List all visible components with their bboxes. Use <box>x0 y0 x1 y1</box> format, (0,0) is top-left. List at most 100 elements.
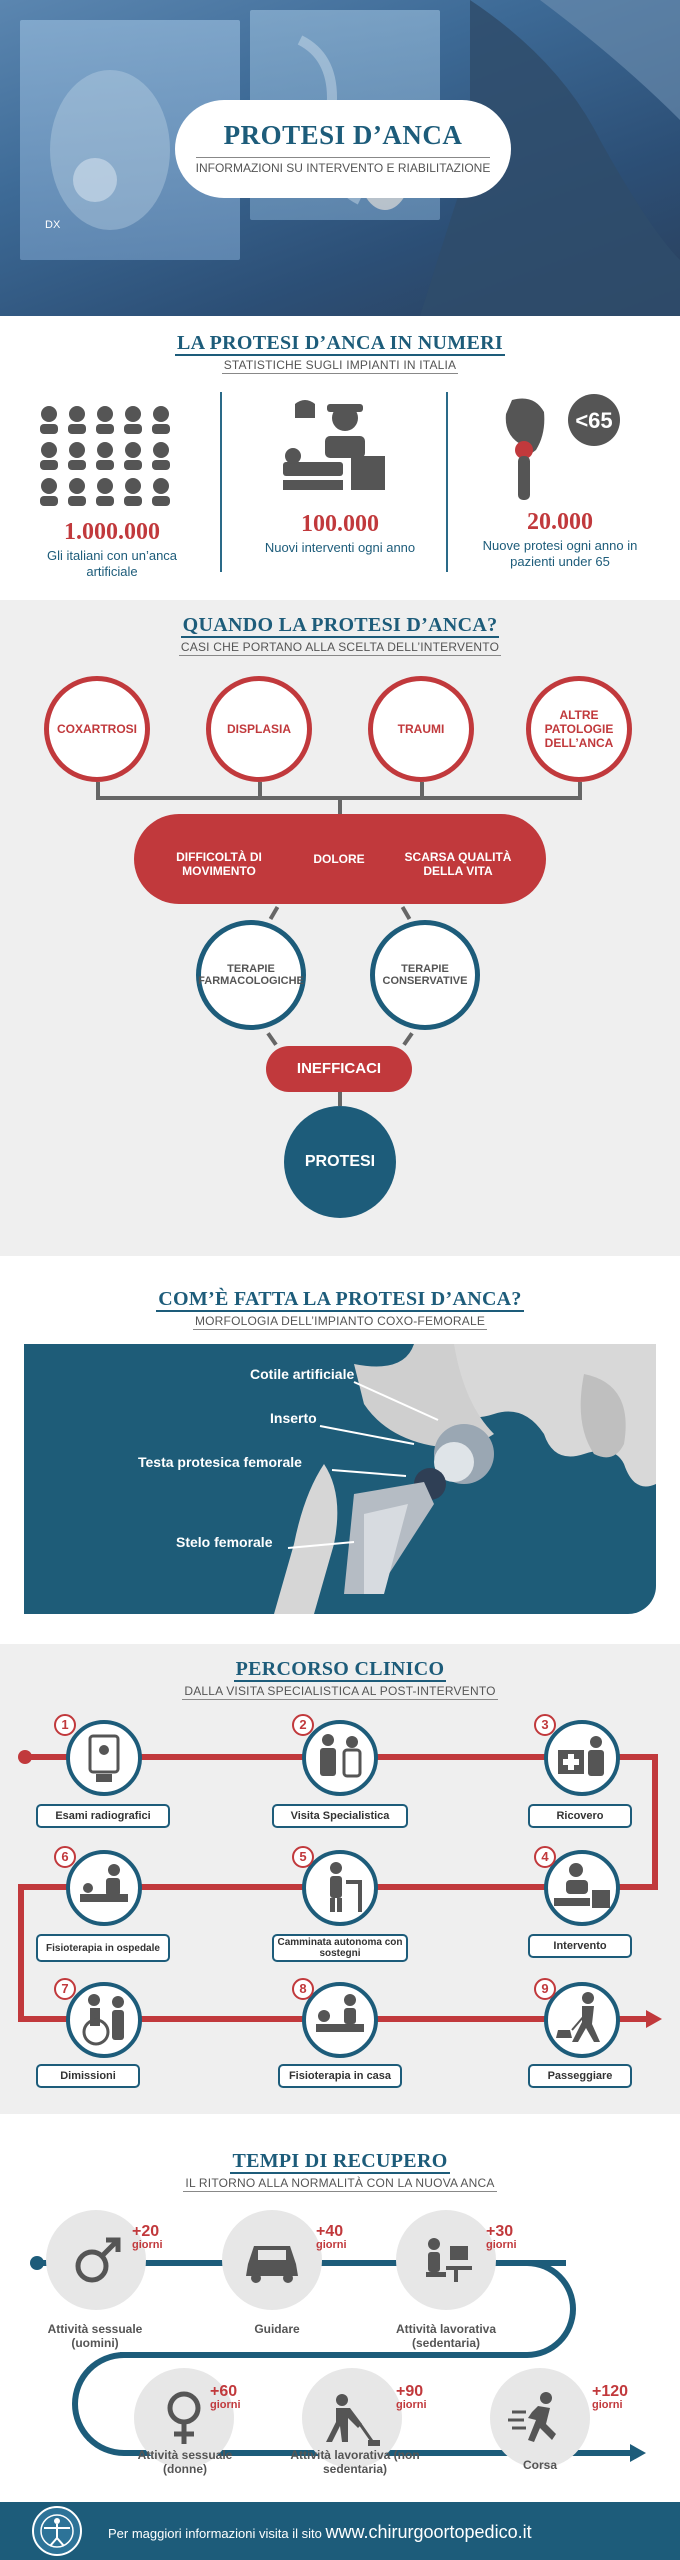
step-label-dimissioni: Dimissioni <box>36 2064 140 2088</box>
physio-hospital-icon <box>80 1864 128 1902</box>
step-circle-8 <box>302 1982 378 2058</box>
cause-traumi: TRAUMI <box>368 676 474 782</box>
connector <box>268 905 280 921</box>
walker-icon <box>330 1862 362 1912</box>
divider <box>220 392 222 572</box>
label-inserto: Inserto <box>270 1410 317 1426</box>
step-label-intervento: Intervento <box>528 1934 632 1958</box>
recovery-line <box>120 2352 520 2358</box>
male-symbol-icon <box>75 2237 121 2283</box>
recovery-label-4: Attività sessuale (donne) <box>137 2448 233 2476</box>
connector <box>338 1092 342 1106</box>
hero-title-pill: PROTESI D’ANCA INFORMAZIONI SU INTERVENT… <box>175 100 511 198</box>
step-circle-4 <box>544 1850 620 1926</box>
result-inefficaci: INEFFICACI <box>266 1046 412 1092</box>
when-title: QUANDO LA PROTESI D’ANCA? <box>180 614 500 638</box>
recovery-curve <box>72 2352 138 2456</box>
recovery-circle-2 <box>222 2210 322 2310</box>
recovery-label-3: Attività lavorativa (sedentaria) <box>395 2322 497 2350</box>
female-symbol-icon <box>167 2391 201 2444</box>
step-number: 2 <box>292 1714 314 1736</box>
connector <box>96 782 100 798</box>
step-circle-2 <box>302 1720 378 1796</box>
stat-italians: 1.000.000 Gli italiani con un’anca artif… <box>12 394 212 594</box>
desk-work-icon <box>426 2238 472 2282</box>
vitruvian-logo-icon <box>32 2506 82 2556</box>
divider <box>446 392 448 572</box>
running-icon <box>508 2392 556 2442</box>
morphology-section: COM’È FATTA LA PROTESI D’ANCA? MORFOLOGI… <box>0 1256 680 1644</box>
connector <box>338 798 342 814</box>
recovery-curve <box>510 2260 576 2358</box>
step-label-esami: Esami radiografici <box>36 1804 170 1828</box>
label-stelo: Stelo femorale <box>176 1534 273 1550</box>
svg-text:DX: DX <box>45 219 61 231</box>
path-line <box>18 1884 24 2022</box>
connector <box>420 782 424 798</box>
path-arrow <box>646 2010 662 2028</box>
stat-desc: Gli italiani con un’anca artificiale <box>46 548 178 579</box>
physio-home-icon <box>316 1994 364 2032</box>
label-cotile: Cotile artificiale <box>250 1366 355 1382</box>
recovery-arrow <box>630 2444 646 2462</box>
recovery-subtitle: IL RITORNO ALLA NORMALITÀ CON LA NUOVA A… <box>183 2176 497 2192</box>
under-65-badge: <65 <box>575 408 612 433</box>
recovery-label-6: Corsa <box>522 2458 557 2472</box>
step-circle-5 <box>302 1850 378 1926</box>
path-line <box>652 1754 658 1890</box>
footer-text: Per maggiori informazioni visita il sito… <box>108 2522 532 2542</box>
recovery-circle-5 <box>302 2368 402 2468</box>
stat-desc: Nuove protesi ogni anno in pazienti unde… <box>482 538 638 569</box>
hero-subtitle: INFORMAZIONI SU INTERVENTO E RIABILITAZI… <box>195 157 491 175</box>
connector <box>400 905 412 921</box>
symptoms-pill: DIFFICOLTÀ DI MOVIMENTO DOLORE SCARSA QU… <box>134 814 546 904</box>
footer: Per maggiori informazioni visita il sito… <box>0 2502 680 2560</box>
step-label-visita: Visita Specialistica <box>272 1804 408 1828</box>
connector <box>266 1032 278 1046</box>
step-number: 7 <box>54 1978 76 2000</box>
connector <box>578 782 582 798</box>
connector <box>402 1032 414 1046</box>
step-number: 6 <box>54 1846 76 1868</box>
step-circle-3 <box>544 1720 620 1796</box>
stat-new-interventions: 100.000 Nuovi interventi ogni anno <box>240 394 440 594</box>
cause-displasia: DISPLASIA <box>206 676 312 782</box>
walking-dog-icon <box>556 1992 600 2042</box>
recovery-circle-4 <box>134 2368 234 2468</box>
clinical-path-section: PERCORSO CLINICO DALLA VISITA SPECIALIST… <box>0 1644 680 2114</box>
cause-altre-patologie: ALTRE PATOLOGIE DELL’ANCA <box>526 676 632 782</box>
morph-subtitle: MORFOLOGIA DELL’IMPIANTO COXO-FEMORALE <box>192 1314 488 1330</box>
stat-value: 1.000.000 <box>64 519 160 545</box>
footer-site-link[interactable]: www.chirurgoortopedico.it <box>325 2522 532 2542</box>
recovery-label-1: Attività sessuale (uomini) <box>47 2322 143 2350</box>
step-number: 4 <box>534 1846 556 1868</box>
step-label-passeggiare: Passeggiare <box>528 2064 632 2088</box>
implant-diagram: Cotile artificiale Inserto Testa protesi… <box>24 1344 656 1614</box>
recovery-circle-6 <box>490 2368 590 2468</box>
therapy-conservative: TERAPIE CONSERVATIVE <box>370 920 480 1030</box>
recovery-circle-1 <box>46 2210 146 2310</box>
step-number: 5 <box>292 1846 314 1868</box>
recovery-label-2: Guidare <box>254 2322 300 2336</box>
step-number: 1 <box>54 1714 76 1736</box>
doctor-visit-icon <box>320 1734 362 1778</box>
symptom-qualita: SCARSA QUALITÀ DELLA VITA <box>404 850 512 878</box>
step-circle-7 <box>66 1982 142 2058</box>
hero-banner: DX PROTESI D’ANCA INFORMAZIONI SU INTERV… <box>0 0 680 316</box>
numbers-subtitle: STATISTICHE SUGLI IMPIANTI IN ITALIA <box>221 358 459 374</box>
wheelchair-icon <box>82 1994 124 2046</box>
step-label-ricovero: Ricovero <box>528 1804 632 1828</box>
stat-value: 100.000 <box>301 511 379 537</box>
symptom-difficolta: DIFFICOLTÀ DI MOVIMENTO <box>176 850 262 878</box>
car-icon <box>246 2246 298 2283</box>
when-section: QUANDO LA PROTESI D’ANCA? CASI CHE PORTA… <box>0 600 680 1256</box>
recovery-title: TEMPI DI RECUPERO <box>230 2150 450 2174</box>
morph-title: COM’È FATTA LA PROTESI D’ANCA? <box>156 1288 524 1312</box>
when-subtitle: CASI CHE PORTANO ALLA SCELTA DELL’INTERV… <box>178 640 502 656</box>
recovery-circle-3 <box>396 2210 496 2310</box>
